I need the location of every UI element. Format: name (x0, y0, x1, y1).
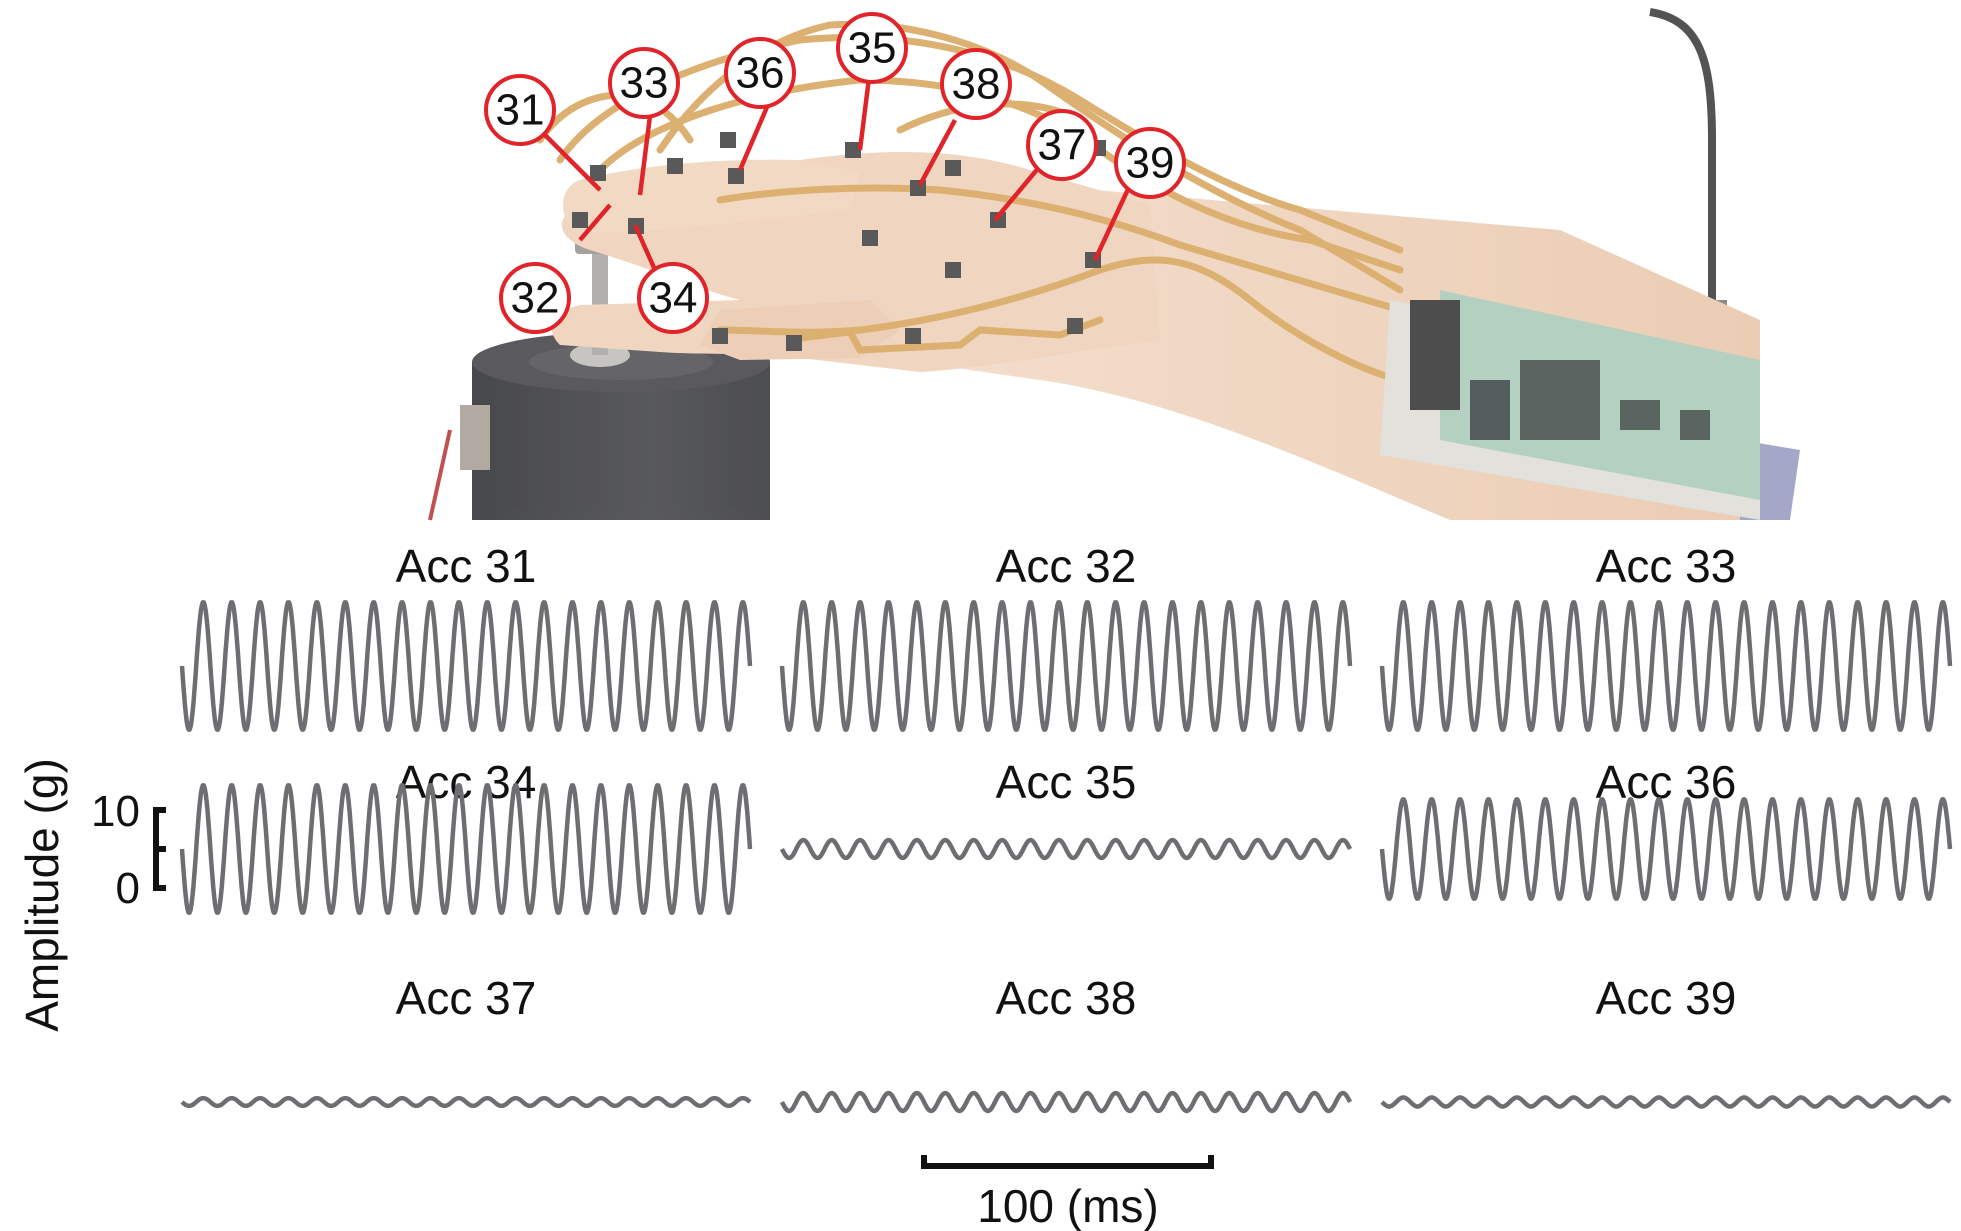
sensor-marker-39: 39 (1114, 127, 1186, 199)
scale-bar-top-label: 10 (91, 787, 140, 836)
sensor-marker-38: 38 (940, 48, 1012, 120)
svg-text:34: 34 (649, 274, 698, 323)
waveform-trace-4 (179, 783, 753, 915)
svg-text:37: 37 (1038, 121, 1087, 170)
panel-title-2: Acc 32 (996, 540, 1137, 592)
panel-title-3: Acc 33 (1596, 540, 1737, 592)
waveform-trace-7 (180, 1095, 752, 1109)
time-scale-bar: 100 (ms) (921, 1155, 1214, 1231)
waveform-trace-5 (779, 837, 1353, 861)
waveform-trace-9 (1380, 1095, 1952, 1109)
y-axis-label: Amplitude (g) (16, 758, 68, 1032)
panel-title-4: Acc 34 (396, 756, 537, 808)
waveform-trace-2 (779, 600, 1353, 732)
svg-text:38: 38 (952, 60, 1001, 109)
shaker (428, 232, 770, 521)
svg-text:32: 32 (511, 274, 560, 323)
usb-cable (1649, 8, 1716, 300)
panel-title-7: Acc 37 (396, 972, 537, 1024)
sensor-marker-32: 32 (499, 262, 571, 334)
svg-text:35: 35 (848, 24, 897, 73)
sensor-marker-35: 35 (836, 12, 908, 84)
sensor-marker-36: 36 (724, 37, 796, 109)
sensor-markers: 31 33 36 35 38 37 39 32 (484, 12, 1186, 334)
panel-title-1: Acc 31 (396, 540, 537, 592)
sensor-marker-31: 31 (484, 74, 556, 146)
waveform-trace-3 (1379, 600, 1953, 732)
sensor-marker-37: 37 (1026, 109, 1098, 181)
svg-text:39: 39 (1126, 139, 1175, 188)
sensor-marker-34: 34 (637, 262, 709, 334)
svg-text:33: 33 (620, 59, 669, 108)
svg-text:31: 31 (496, 86, 545, 135)
panel-title-8: Acc 38 (996, 972, 1137, 1024)
panel-title-9: Acc 39 (1596, 972, 1737, 1024)
marker-leaders (538, 69, 1133, 271)
svg-text:36: 36 (736, 49, 785, 98)
index-finger (563, 159, 860, 233)
waveform-trace-8 (779, 1090, 1353, 1114)
scale-bar-bottom-label: 0 (116, 864, 140, 913)
time-scale-label: 100 (ms) (977, 1180, 1158, 1231)
waveform-trace-1 (179, 600, 753, 732)
panel-title-5: Acc 35 (996, 756, 1137, 808)
waveform-trace-6 (1379, 797, 1953, 901)
sensor-marker-33: 33 (608, 47, 680, 119)
amplitude-scale-bar: 10 0 (91, 787, 166, 913)
pcb-board (1380, 290, 1760, 520)
